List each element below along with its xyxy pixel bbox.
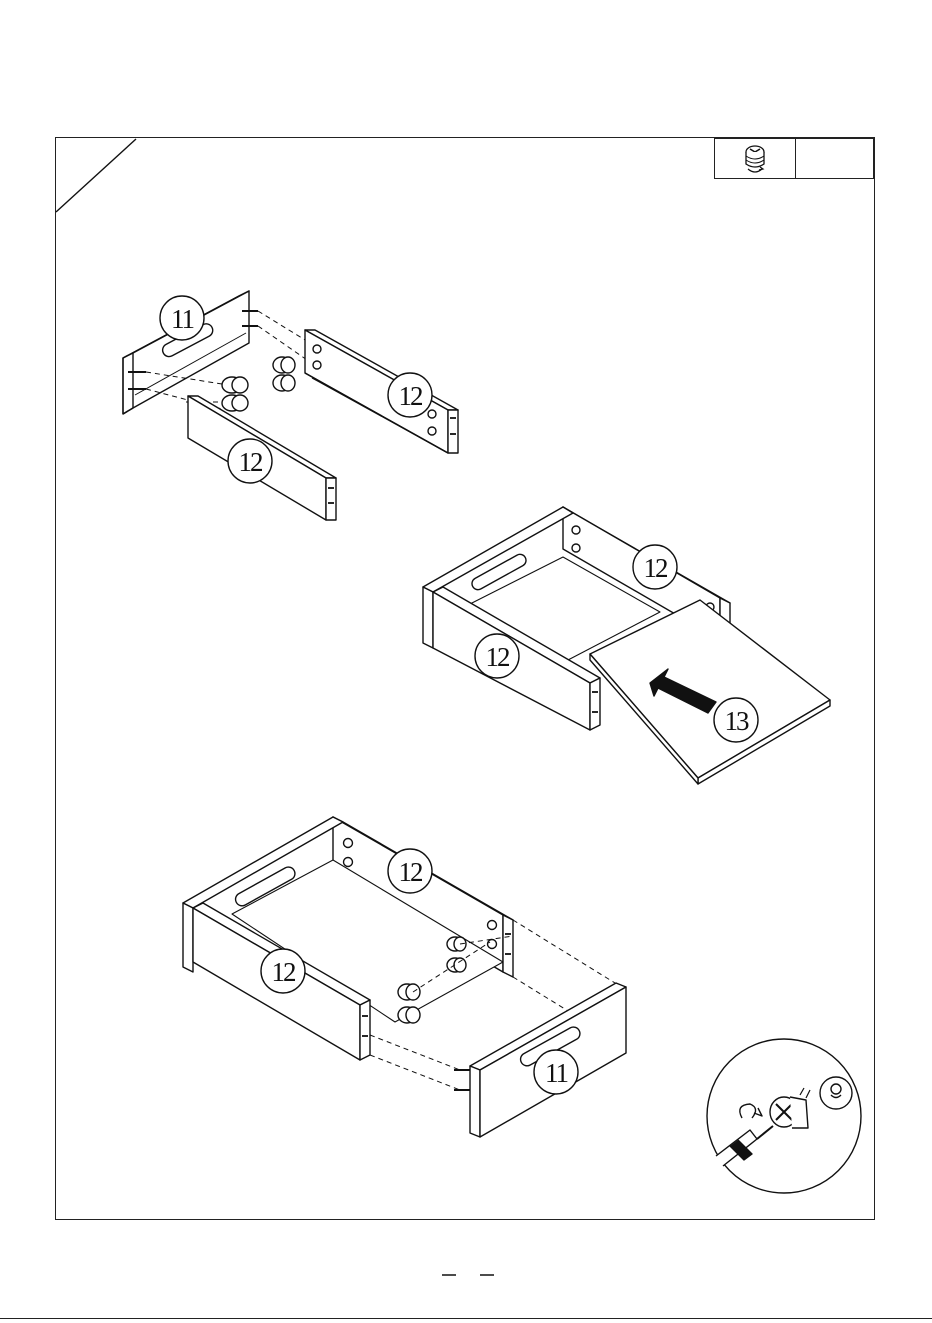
callout-label: 13	[725, 706, 750, 736]
page-number-marks	[440, 1272, 500, 1278]
step-corner-tab	[56, 139, 136, 212]
callout-label: 12	[399, 857, 424, 887]
bottom-rule	[0, 1318, 932, 1319]
callout-label: 12	[239, 447, 264, 477]
callout-label: 11	[171, 304, 193, 334]
callout-label: 11	[545, 1058, 567, 1088]
detail-circle	[707, 1039, 861, 1193]
callout-label: 12	[486, 642, 511, 672]
step1-panel-12-right	[305, 330, 458, 453]
callout-label: 12	[644, 553, 669, 583]
callout-label: 12	[272, 957, 297, 987]
step1-cam-locks	[222, 357, 295, 411]
callout-label: 12	[399, 381, 424, 411]
